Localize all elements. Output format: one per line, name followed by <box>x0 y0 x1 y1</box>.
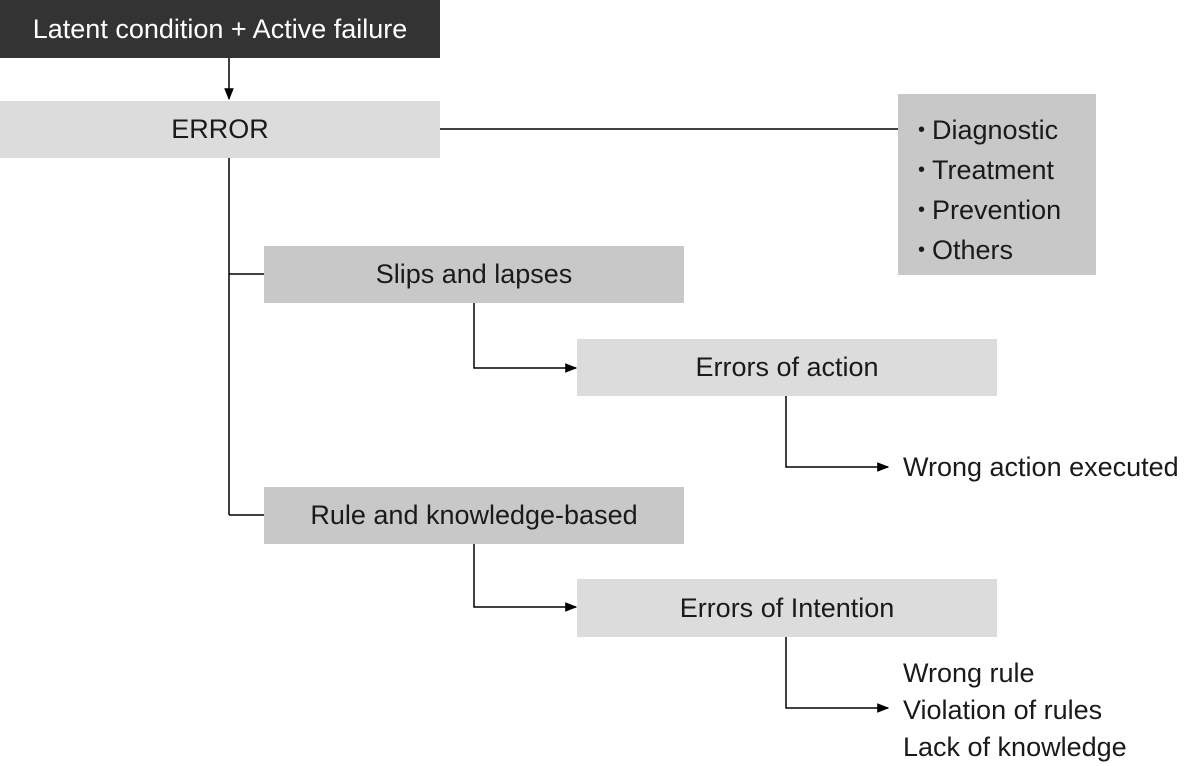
error-type-item: Others <box>918 232 1096 272</box>
latent-active-box: Latent condition + Active failure <box>0 0 440 58</box>
intention-outcomes-list: Wrong rule Violation of rules Lack of kn… <box>903 655 1127 766</box>
error-type-item: Diagnostic <box>918 112 1096 152</box>
rule-knowledge-label: Rule and knowledge-based <box>310 500 638 530</box>
rule-knowledge-box: Rule and knowledge-based <box>264 487 684 544</box>
latent-active-label: Latent condition + Active failure <box>32 13 408 44</box>
arrow-intention-to-outcomes <box>785 637 890 713</box>
arrow-rule-to-intention <box>473 544 578 612</box>
errors-of-intention-label: Errors of Intention <box>679 592 895 623</box>
intention-outcome-item: Wrong rule <box>903 658 1035 688</box>
errors-of-intention-box: Errors of Intention <box>577 579 997 637</box>
error-type-item: Prevention <box>918 192 1096 232</box>
error-types-box: Diagnostic Treatment Prevention Others <box>898 94 1096 275</box>
intention-outcome-item: Violation of rules <box>903 695 1103 725</box>
error-box: ERROR <box>0 101 440 158</box>
arrow-slips-to-action <box>473 303 578 373</box>
slips-lapses-label: Slips and lapses <box>375 259 573 289</box>
error-types-list: Diagnostic Treatment Prevention Others <box>918 112 1096 272</box>
errors-of-action-box: Errors of action <box>577 339 997 396</box>
errors-of-action-label: Errors of action <box>695 352 879 382</box>
error-label: ERROR <box>171 114 269 144</box>
error-type-item: Treatment <box>918 152 1096 192</box>
wrong-action-label: Wrong action executed <box>903 452 1179 482</box>
arrow-action-to-wrong <box>785 396 890 472</box>
intention-outcome-item: Lack of knowledge <box>903 732 1127 762</box>
slips-lapses-box: Slips and lapses <box>264 246 684 303</box>
